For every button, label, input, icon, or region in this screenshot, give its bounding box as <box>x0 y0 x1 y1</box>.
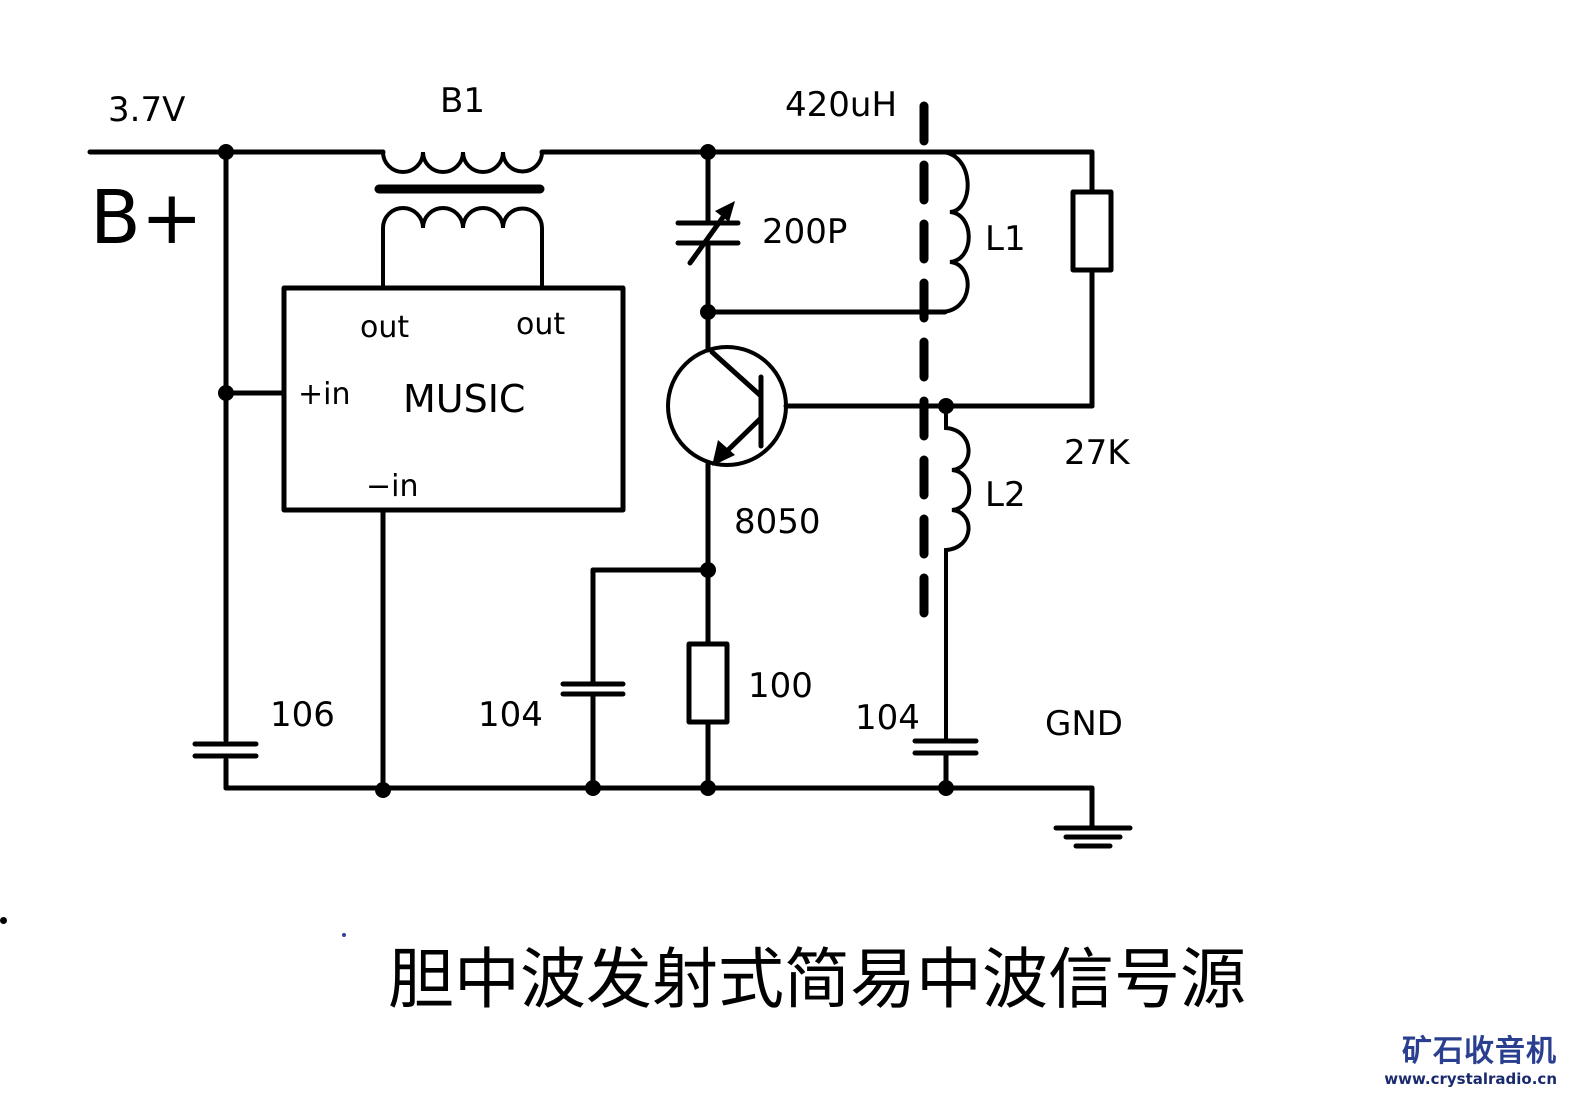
variable-capacitor-200p <box>675 149 948 320</box>
emitter-capacitor-label: 104 <box>478 695 543 735</box>
stray-dot <box>0 917 7 924</box>
emitter-network <box>560 562 730 791</box>
transformer-b1 <box>374 150 545 290</box>
coil-l2-label: L2 <box>985 475 1026 515</box>
supply-voltage-label: 3.7V <box>108 90 185 130</box>
music-module <box>281 285 626 793</box>
music-pin-minus-in: −in <box>366 469 419 504</box>
transformer-label: B1 <box>440 81 485 121</box>
emitter-resistor-label: 100 <box>748 666 813 706</box>
coil-l1 <box>938 150 971 314</box>
watermark-brand: 矿石收音机 <box>1402 1034 1557 1069</box>
watermark: 矿石收音机 www.crystalradio.cn <box>1384 1035 1557 1089</box>
supply-capacitor-label: 106 <box>270 695 335 735</box>
variable-capacitor-label: 200P <box>762 212 847 252</box>
music-pin-plus-in: +in <box>298 377 351 412</box>
transistor-label: 8050 <box>734 502 821 542</box>
coil-l2 <box>944 404 972 742</box>
watermark-url: www.crystalradio.cn <box>1384 1070 1557 1088</box>
ground-icon <box>1053 825 1133 849</box>
music-module-name: MUSIC <box>403 377 525 421</box>
supply-rail-label: B+ <box>90 175 203 261</box>
transistor-8050 <box>666 309 788 573</box>
junction-dot <box>585 780 601 796</box>
resistor-27k <box>783 149 1114 414</box>
coil-l1-label: L1 <box>985 219 1026 259</box>
bias-resistor-label: 27K <box>1064 433 1131 473</box>
ground-label: GND <box>1045 704 1123 744</box>
junction-dot <box>700 780 716 796</box>
music-pin-out-right: out <box>516 307 565 342</box>
junction-dot <box>938 780 954 796</box>
capacitor-106 <box>192 149 287 791</box>
inductance-label: 420uH <box>785 85 897 125</box>
music-pin-out-left: out <box>360 310 409 345</box>
stray-dot <box>342 933 346 937</box>
coil-bypass-capacitor-label: 104 <box>855 698 920 738</box>
diagram-title: 胆中波发射式简易中波信号源 <box>388 941 1246 1018</box>
ground-rail <box>223 780 1133 849</box>
junction-dot <box>375 782 391 798</box>
